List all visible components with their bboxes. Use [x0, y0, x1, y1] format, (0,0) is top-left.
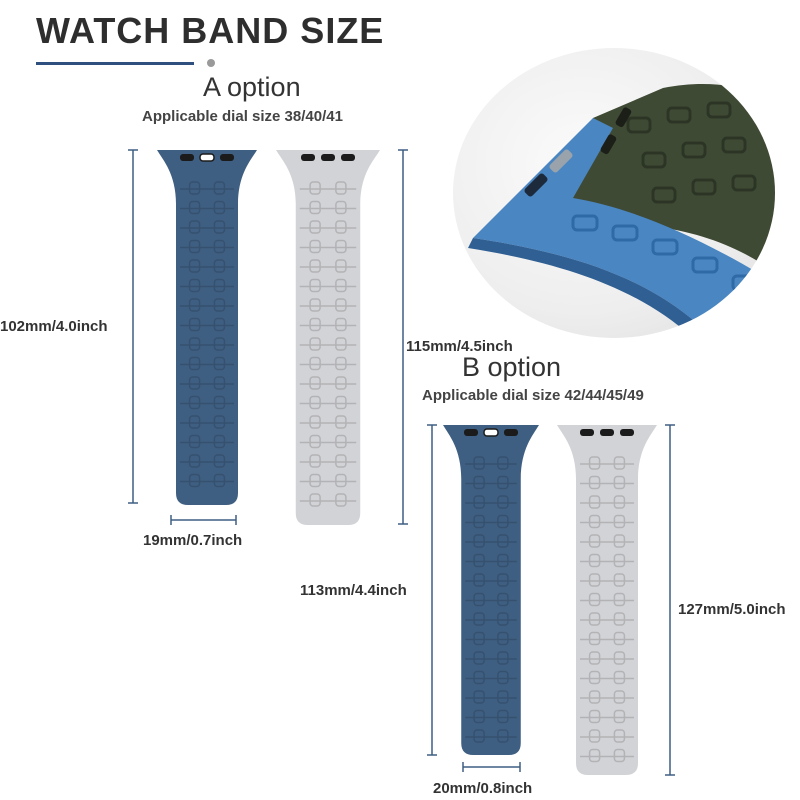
option-a-blue-length-label: 102mm/4.0inch [0, 318, 108, 335]
title-underline [36, 62, 194, 65]
option-b-grey-length-line [665, 424, 675, 776]
option-a-grey-length-label: 115mm/4.5inch [406, 338, 513, 355]
title-dot [207, 59, 215, 67]
option-b-blue-band [443, 425, 539, 755]
band-closeup-illustration [468, 84, 775, 338]
option-a-blue-length-line [128, 149, 138, 504]
option-b-width-line [462, 762, 521, 772]
band-closeup-image [453, 48, 775, 338]
page-title: WATCH BAND SIZE [36, 10, 385, 51]
option-a-grey-length-line [398, 149, 408, 525]
option-a-width-line [170, 515, 237, 525]
option-a-grey-band [276, 150, 380, 525]
option-b-blue-length-line [427, 424, 437, 756]
option-b-grey-length-label: 127mm/5.0inch [678, 601, 786, 618]
option-b-title: B option [462, 352, 562, 382]
option-a-title: A option [203, 72, 301, 102]
option-a-subtitle: Applicable dial size 38/40/41 [142, 108, 343, 125]
option-b-grey-band [557, 425, 657, 775]
option-b-subtitle: Applicable dial size 42/44/45/49 [422, 387, 644, 404]
option-a-blue-band [157, 150, 257, 505]
option-b-blue-length-label: 113mm/4.4inch [300, 582, 407, 599]
option-a-width-label: 19mm/0.7inch [143, 532, 243, 549]
option-b-width-label: 20mm/0.8inch [433, 780, 533, 797]
